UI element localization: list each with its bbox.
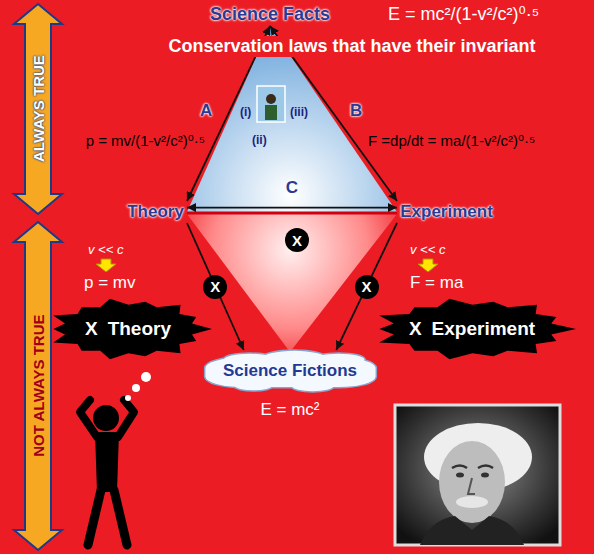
node-text: Experiment	[400, 202, 493, 222]
callout-number: (ii)	[252, 134, 267, 148]
condition: v << c	[410, 243, 445, 258]
node-text: X	[409, 318, 422, 340]
node-text: Theory	[108, 318, 171, 340]
callout-number: (iii)	[290, 106, 308, 120]
node-text: Theory	[127, 202, 184, 222]
formula: E = mc²	[260, 400, 319, 420]
connector-group	[187, 26, 397, 350]
divider-line	[187, 212, 397, 215]
burst-shape	[379, 299, 576, 359]
side-letter: B	[350, 101, 362, 121]
connector-arrow	[187, 207, 397, 209]
formula: p = mv/(1-v²/c²)⁰·⁵	[86, 132, 205, 149]
fictions-triangle	[187, 214, 397, 352]
vertex-label: Theory	[124, 201, 187, 223]
thought-cloud: Science Fictions	[198, 350, 383, 392]
axis-label: NOT ALWAYS TRUE	[29, 315, 46, 457]
starburst: X Theory	[45, 298, 212, 360]
cloud-border	[205, 351, 375, 391]
node-text: X	[85, 318, 98, 340]
condition: v << c	[88, 243, 123, 258]
callout-number: (i)	[240, 106, 251, 120]
einstein-photo	[395, 405, 560, 545]
formula: E = mc²/(1-v²/c²)⁰·⁵	[388, 4, 539, 25]
portrait-photo	[257, 86, 285, 122]
side-letter: A	[200, 101, 212, 121]
statement: Conservation laws that have their invari…	[165, 36, 538, 57]
cloud-fill	[205, 351, 375, 391]
formula: p = mv	[84, 273, 136, 293]
cross-mark: X	[355, 275, 379, 299]
double-arrow	[14, 4, 62, 214]
down-arrow	[96, 259, 116, 272]
formula: F =dp/dt = ma/(1-v²/c²)⁰·⁵	[368, 132, 535, 149]
burst-shape	[53, 299, 212, 359]
starburst: X Experiment	[369, 298, 576, 360]
formula: F = ma	[410, 273, 463, 293]
node-text: Experiment	[432, 318, 535, 340]
down-arrow	[418, 259, 438, 272]
node-text: Science Fictions	[223, 361, 357, 381]
cross-mark: X	[203, 275, 227, 299]
thinking-figure	[80, 372, 151, 545]
side-letter: C	[286, 178, 298, 198]
vertex-label: Experiment	[397, 201, 496, 223]
double-arrow	[14, 222, 62, 550]
cross-mark: X	[285, 228, 309, 252]
vertex-label: Science Facts	[206, 3, 335, 26]
axis-label: ALWAYS TRUE	[29, 56, 46, 163]
node-text: Science Facts	[210, 4, 330, 25]
